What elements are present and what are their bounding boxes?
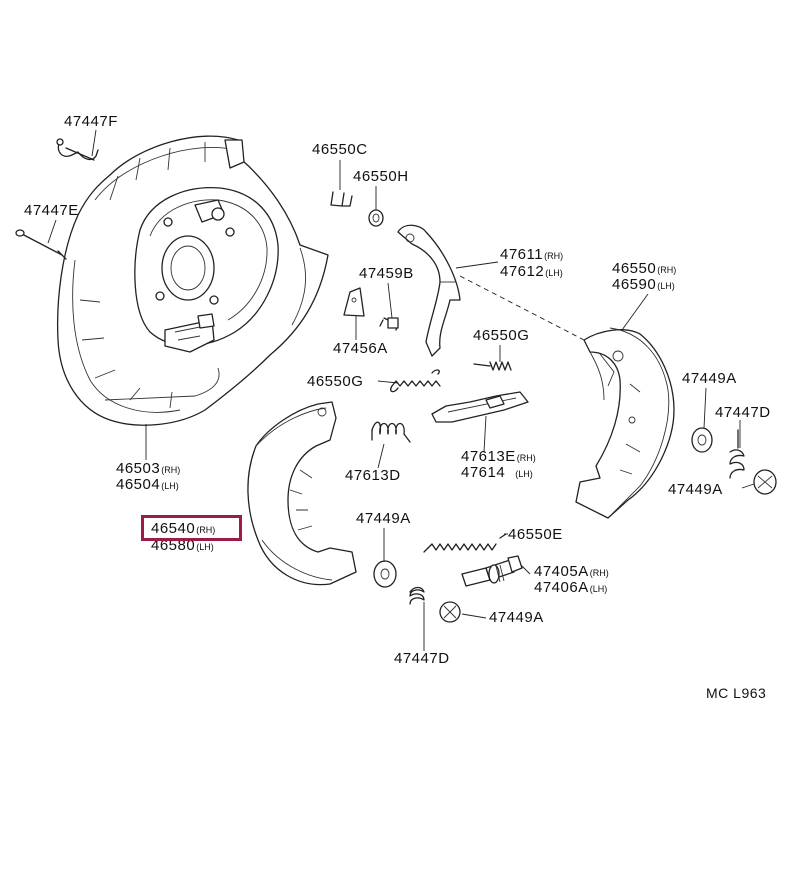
parking-brake-lever-drawing [397, 224, 461, 357]
part-label-47447e: 47447E [24, 202, 79, 219]
part-label-47447d-right: 47447D [715, 404, 771, 421]
spring-47613d-drawing [371, 421, 411, 443]
bolt-47459b-drawing [379, 317, 399, 331]
part-label-47405a: 47405A(RH) [534, 563, 609, 580]
part-label-47449a-right-lower: 47449A [668, 481, 723, 498]
part-label-46550e: 46550E [508, 526, 563, 543]
part-label-47613e: 47613E(RH) [461, 448, 536, 465]
brake-shoe-46550-drawing [575, 327, 675, 519]
highlight-box [141, 515, 242, 541]
washer-46550h-drawing [368, 209, 384, 227]
leader-lines [47, 129, 755, 651]
brake-shoe-46540-drawing [247, 401, 357, 586]
part-label-47614: 47614(LH) [461, 464, 533, 481]
part-label-46590: 46590(LH) [612, 276, 675, 293]
part-label-47447f: 47447F [64, 113, 118, 130]
retainer-46550c-drawing [330, 191, 353, 207]
part-label-47459b: 47459B [359, 265, 414, 282]
spring-46550g-lower-drawing [390, 369, 441, 393]
part-label-46550g-lower: 46550G [307, 373, 364, 390]
pin-47447e-drawing [15, 229, 67, 260]
adjuster-47405a-drawing [461, 555, 523, 587]
part-label-46550c: 46550C [312, 141, 368, 158]
spring-46550e-drawing [423, 533, 507, 553]
part-label-46503: 46503(RH) [116, 460, 181, 477]
part-label-46550h: 46550H [353, 168, 409, 185]
plate-47456a-drawing [343, 287, 365, 317]
part-label-47449a-center: 47449A [356, 510, 411, 527]
cup-47449a-lower-right-drawing [753, 469, 777, 495]
part-label-46550g-upper: 46550G [473, 327, 530, 344]
part-label-47612: 47612(LH) [500, 263, 563, 280]
pin-47447d-lower-drawing [409, 586, 425, 605]
part-label-47613d: 47613D [345, 467, 401, 484]
backing-plate-drawing [57, 135, 329, 426]
part-label-46540-highlighted: 46540(RH) [151, 520, 216, 537]
part-label-47449a-right-upper: 47449A [682, 370, 737, 387]
diagram-code: MC L963 [706, 685, 767, 701]
cup-47449a-upper-right-drawing [691, 427, 713, 453]
part-label-47611: 47611(RH) [500, 246, 564, 263]
part-label-46504: 46504(LH) [116, 476, 179, 493]
pin-47447d-right-drawing [729, 429, 745, 479]
part-label-46580: 46580(LH) [151, 537, 214, 554]
cup-47449a-center-drawing [373, 560, 397, 588]
part-label-47456a: 47456A [333, 340, 388, 357]
part-label-47406a: 47406A(LH) [534, 579, 608, 596]
spring-46550g-upper-drawing [473, 361, 512, 371]
strut-47613e-drawing [431, 391, 529, 423]
clip-47447f-drawing [56, 138, 99, 161]
part-label-47447d-lower: 47447D [394, 650, 450, 667]
part-label-47449a-lower: 47449A [489, 609, 544, 626]
part-label-46550: 46550(RH) [612, 260, 677, 277]
cup-47449a-lower-drawing [439, 601, 461, 623]
